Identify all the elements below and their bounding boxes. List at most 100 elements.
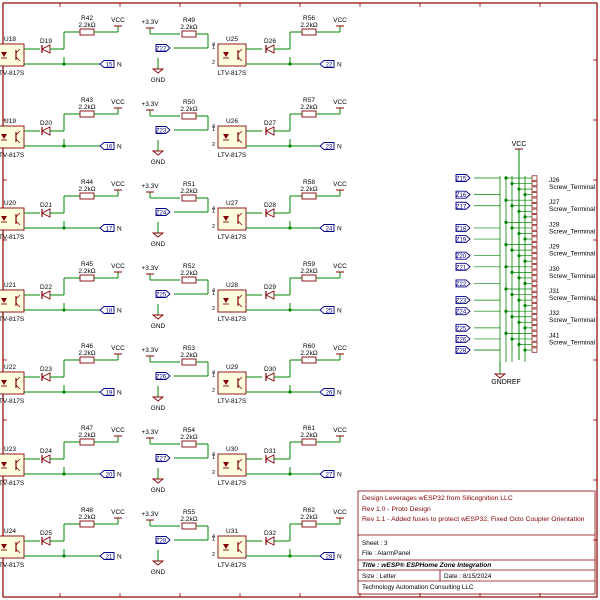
- pin-number: 1: [212, 455, 215, 461]
- opto-value: LTV-817S: [218, 562, 247, 569]
- pin-number: 4: [212, 370, 215, 376]
- junction-dot: [517, 342, 521, 347]
- pin-number: 1: [212, 45, 215, 51]
- net-label-text: Z26: [456, 337, 467, 343]
- junction-dot: [288, 62, 292, 66]
- vcc-label: +3.3V: [141, 101, 159, 108]
- sheet-number: Sheet : 3: [362, 540, 388, 547]
- connector-value: Screw_Terminal: [549, 273, 596, 280]
- resistor-value: 2.2kΩ: [180, 434, 197, 441]
- opto-value: LTV-817S: [218, 234, 247, 241]
- junction-dot: [62, 62, 66, 66]
- resistor-value: 2.2kΩ: [78, 104, 95, 111]
- resistor-ref: R43: [81, 97, 93, 104]
- terminal-pin: [531, 203, 538, 209]
- resistor-value: 2.2kΩ: [78, 22, 95, 29]
- net-label-text: Z28: [156, 539, 167, 545]
- diode-ref: D27: [264, 120, 276, 127]
- vcc-symbol: +3.3V: [141, 183, 159, 198]
- gnd-label: GND: [151, 77, 166, 84]
- resistor-ref: R62: [303, 507, 315, 514]
- right-net-label: 26: [319, 388, 335, 397]
- ground-symbol: [151, 473, 165, 484]
- resistor-ref: R46: [81, 343, 93, 350]
- resistor-ref: R61: [303, 425, 315, 432]
- vcc-label: VCC: [111, 263, 125, 270]
- resistor-ref: R59: [303, 261, 315, 268]
- vcc-label: VCC: [333, 263, 347, 270]
- resistor-ref: R58: [303, 179, 315, 186]
- pin-number: 4: [212, 206, 215, 212]
- ground-symbol: [151, 391, 165, 402]
- net-label-text: Z23: [156, 129, 167, 135]
- terminal-pin: [531, 303, 538, 309]
- left-net-label: 18: [99, 306, 115, 315]
- left-net-label: 17: [99, 224, 115, 233]
- pin-number: 4: [212, 534, 215, 540]
- connector-ref: J27: [549, 199, 560, 206]
- diode-ref: D28: [264, 202, 276, 209]
- gnd-label: GND: [151, 487, 166, 494]
- resistor-ref: R51: [183, 181, 195, 188]
- right-net-label: 22: [319, 60, 335, 69]
- opto-ref: U21: [4, 282, 16, 289]
- terminal-pin: [531, 175, 538, 181]
- junction-dot: [517, 254, 521, 258]
- terminal-pin: [531, 192, 538, 198]
- net-label-text: 21: [106, 555, 113, 561]
- net-suffix: N: [117, 554, 122, 561]
- left-opto-column: U18LTV-817S12D19R422.2kΩVCC15NU19LTV-817…: [0, 15, 125, 569]
- pin-number: 1: [212, 127, 215, 133]
- opto-value: LTV-817S: [0, 562, 25, 569]
- junction-dot: [517, 276, 521, 280]
- junction-dot: [62, 554, 66, 558]
- sheet-size: Size : Letter: [362, 573, 397, 580]
- net-suffix: N: [117, 308, 122, 315]
- diode-ref: D32: [264, 530, 276, 537]
- opto-ref: U27: [226, 200, 238, 207]
- ground-symbol: [151, 63, 165, 74]
- resistor-value: 2.2kΩ: [78, 432, 95, 439]
- diode-ref: D31: [264, 448, 276, 455]
- terminal-zone-label: Z15: [455, 174, 471, 183]
- connector-value: Screw_Terminal: [549, 317, 596, 324]
- net-suffix: N: [117, 472, 122, 479]
- net-suffix: N: [337, 554, 342, 561]
- junction-dot: [62, 308, 66, 312]
- sheet-title: Title : wESP® ESPHome Zone Integration: [362, 561, 491, 569]
- terminal-vcc-label: VCC: [512, 141, 527, 148]
- junction-dot: [517, 231, 521, 236]
- diode-ref: D22: [40, 284, 52, 291]
- vcc-symbol: VCC: [333, 263, 347, 278]
- vcc-label: VCC: [333, 427, 347, 434]
- vcc-label: +3.3V: [141, 265, 159, 272]
- diode-ref: D26: [264, 38, 276, 45]
- net-label-text: 25: [326, 309, 333, 315]
- terminal-zone-label: Z28: [455, 346, 471, 355]
- net-label-text: Z25: [156, 293, 167, 299]
- net-suffix: N: [117, 226, 122, 233]
- vcc-label: VCC: [333, 99, 347, 106]
- vcc-symbol: VCC: [111, 345, 125, 360]
- zone-net-label: Z25: [155, 290, 171, 299]
- terminal-pin: [531, 292, 538, 298]
- connector-value: Screw_Terminal: [549, 251, 596, 258]
- net-label-text: Z24: [156, 211, 167, 217]
- pin-number: 4: [212, 452, 215, 458]
- terminal-zone-label: Z24: [455, 307, 471, 316]
- terminal-zone-label: Z21: [455, 262, 471, 271]
- opto-value: LTV-817S: [0, 70, 25, 77]
- resistor-value: 2.2kΩ: [180, 352, 197, 359]
- opto-ref: U19: [4, 118, 16, 125]
- diode-ref: D25: [40, 530, 52, 537]
